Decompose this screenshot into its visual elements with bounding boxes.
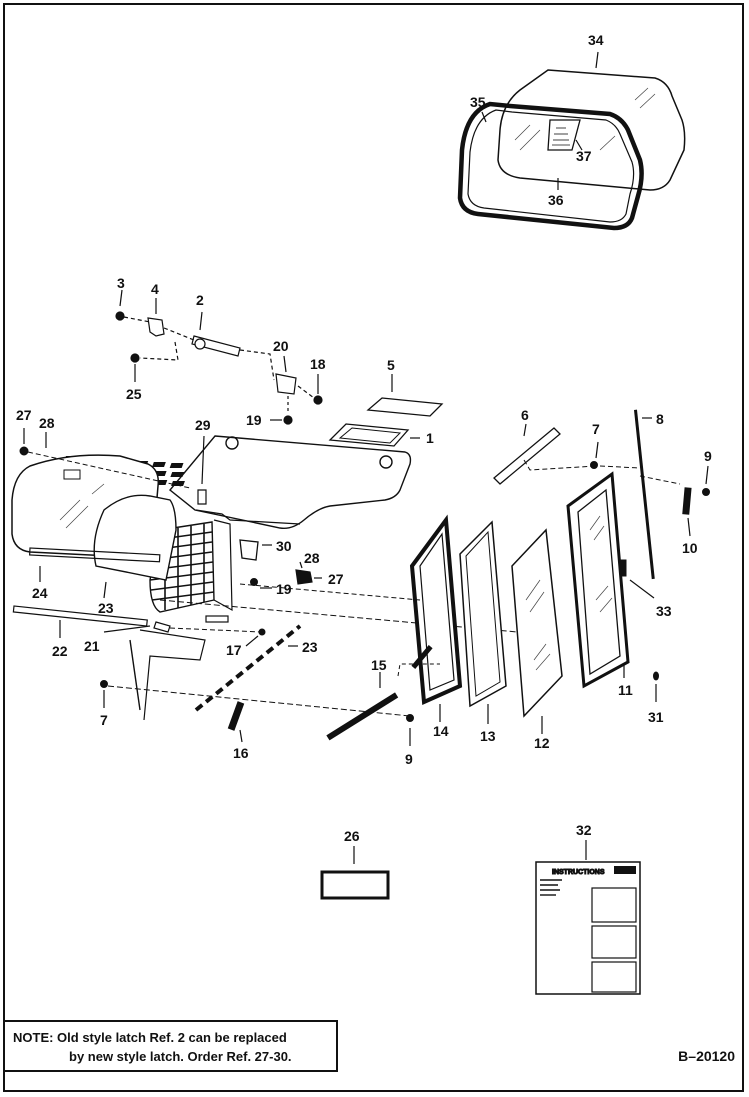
callout-labels: 1 2 3 4 5 6 7 7 8 9 9 10 11 12 13 14 15 …: [16, 32, 712, 844]
note-box: NOTE: Old style latch Ref. 2 can be repl…: [3, 1020, 338, 1072]
callout-12: 12: [534, 735, 550, 751]
note-line-1: NOTE: Old style latch Ref. 2 can be repl…: [13, 1030, 287, 1045]
bolt-21: [153, 621, 171, 633]
nut-18: [313, 395, 323, 405]
window-seal-13: [459, 520, 507, 708]
callout-16: 16: [233, 745, 249, 761]
callout-35: 35: [470, 94, 486, 110]
callout-13: 13: [480, 728, 496, 744]
callout-22: 22: [52, 643, 68, 659]
callout-37: 37: [576, 148, 592, 164]
latch-parts: [115, 289, 323, 425]
nut-27a: [19, 446, 29, 456]
rear-window-glass-34: [497, 69, 686, 191]
callout-18: 18: [310, 356, 326, 372]
callout-31: 31: [648, 709, 664, 725]
rear-window-seal-35: [457, 101, 644, 231]
callout-17: 17: [226, 642, 242, 658]
callout-25: 25: [126, 386, 142, 402]
plug-31: [653, 671, 659, 681]
callout-6: 6: [521, 407, 529, 423]
window-glass-12: [511, 528, 563, 718]
callout-20: 20: [273, 338, 289, 354]
callout-9a: 9: [704, 448, 712, 464]
callout-27b: 27: [328, 571, 344, 587]
window-frame-11: [566, 471, 630, 689]
note-line-2: by new style latch. Order Ref. 27-30.: [69, 1049, 292, 1064]
rear-window-assembly: [457, 51, 686, 231]
callout-8: 8: [656, 411, 664, 427]
window-parts: [239, 409, 710, 746]
callout-10: 10: [682, 540, 698, 556]
center-hardware: [107, 374, 541, 743]
callout-24: 24: [32, 585, 48, 601]
instruction-sheet-32: INSTRUCTIONS: [535, 840, 641, 995]
callout-21: 21: [84, 638, 100, 654]
callout-7a: 7: [100, 712, 108, 728]
washer-19: [283, 415, 293, 425]
nut-9a: [702, 488, 710, 496]
callout-5: 5: [387, 357, 395, 373]
diagram-frame: [3, 3, 744, 1092]
rear-window-decal-37: [547, 119, 581, 151]
callout-2: 2: [196, 292, 204, 308]
bracket-30: [239, 539, 259, 561]
callout-11: 11: [618, 682, 633, 698]
screw-25: [130, 353, 140, 363]
screw-7a: [100, 680, 108, 688]
latch-bracket-4: [147, 317, 165, 337]
strip-8: [634, 409, 655, 580]
callout-26: 26: [344, 828, 360, 844]
door-strip-24: [29, 547, 161, 563]
callout-23a: 23: [98, 600, 114, 616]
callout-36: 36: [548, 192, 564, 208]
latch-bracket-20: [275, 373, 297, 395]
nut-9b: [406, 714, 414, 722]
latch-33: [619, 559, 627, 577]
callout-34: 34: [588, 32, 604, 48]
latch-pin-16: [227, 701, 245, 731]
channel-15: [326, 692, 399, 741]
callout-23b: 23: [302, 639, 318, 655]
frame-1: [328, 423, 410, 447]
callout-29: 29: [195, 417, 211, 433]
callout-33: 33: [656, 603, 672, 619]
pin-17: [205, 615, 229, 623]
callout-4: 4: [151, 281, 159, 297]
decal-26: [320, 846, 390, 900]
window-frame-14: [409, 514, 463, 705]
callout-27a: 27: [16, 407, 32, 423]
callout-32: 32: [576, 822, 592, 838]
callout-28b: 28: [304, 550, 320, 566]
channel-6: [493, 427, 561, 485]
seal-strip-23: [194, 624, 302, 712]
bracket-10: [682, 487, 692, 515]
cover-5: [366, 397, 444, 417]
rear-window-lock-strip-36: [467, 109, 635, 223]
instruction-sheet-title: INSTRUCTIONS: [552, 869, 605, 876]
callout-15: 15: [371, 657, 387, 673]
bracket-29: [197, 489, 207, 505]
screw-7b: [590, 461, 598, 469]
figure-code: B–20120: [678, 1048, 735, 1064]
strip-22: [12, 605, 148, 627]
callout-30: 30: [276, 538, 292, 554]
left-door-parts: [11, 428, 207, 708]
knob-27b: [295, 569, 313, 585]
door-seal-23: [93, 494, 177, 581]
cab-roof: [169, 435, 412, 530]
callout-19b: 19: [276, 581, 292, 597]
screw-3: [115, 311, 125, 321]
callout-14: 14: [433, 723, 449, 739]
callout-3: 3: [117, 275, 125, 291]
callout-28a: 28: [39, 415, 55, 431]
callout-7b: 7: [592, 421, 600, 437]
callout-9b: 9: [405, 751, 413, 767]
callout-19a: 19: [246, 412, 262, 428]
callout-1: 1: [426, 430, 434, 446]
